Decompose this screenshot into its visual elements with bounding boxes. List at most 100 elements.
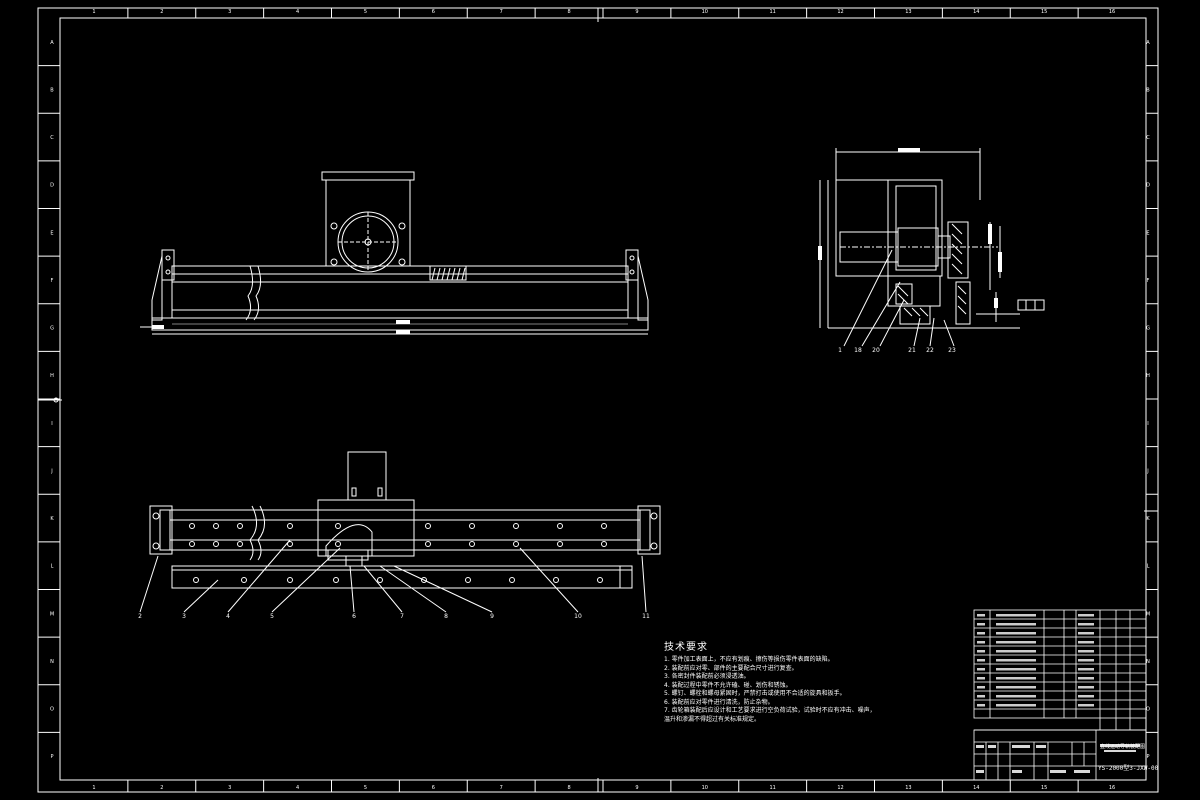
balloon-label: 6 <box>352 613 356 620</box>
drawing-number: YS-2000型3-JXW-00 <box>1098 765 1159 772</box>
zone-letter: B <box>1146 87 1150 93</box>
tech-requirement-line: 6. 装配前应对零件进行清洗，防止杂物。 <box>664 698 774 706</box>
zone-letter: K <box>50 516 54 522</box>
zone-number: 1 <box>92 9 95 15</box>
zone-letter: F <box>51 278 54 284</box>
zone-number: 9 <box>635 9 638 15</box>
zone-number: 11 <box>770 785 776 791</box>
zone-letter: O <box>50 707 54 713</box>
bolt-hole <box>189 523 195 529</box>
zone-number: 8 <box>567 9 570 15</box>
parts-row-text <box>996 704 1036 707</box>
zone-number: 8 <box>567 785 570 791</box>
zone-number: 13 <box>905 9 911 15</box>
zone-letter: P <box>1146 754 1149 760</box>
parts-row-text <box>996 623 1036 626</box>
zone-letter: G <box>50 326 54 332</box>
zone-number: 9 <box>635 785 638 791</box>
drawing-title: 直线运动导轨装配图 <box>1100 744 1146 750</box>
zone-letter: P <box>50 754 53 760</box>
tech-requirement-line: 3. 各密封件装配前必须浸透油。 <box>664 673 750 680</box>
zone-letter: G <box>1146 326 1150 332</box>
rack-bolt-hole <box>421 577 427 583</box>
balloon-label: 11 <box>642 613 650 620</box>
zone-number: 12 <box>837 9 843 15</box>
parts-row-text <box>996 668 1036 671</box>
rack-bolt-hole <box>553 577 559 583</box>
tech-requirement-line: 4. 装配过程中零件不允许磕、碰、划伤和锈蚀。 <box>664 681 792 689</box>
bolt-hole <box>335 523 341 529</box>
zone-letter: J <box>50 468 52 474</box>
zone-number: 5 <box>364 9 367 15</box>
zone-number: 3 <box>228 9 231 15</box>
zone-letter: M <box>1146 611 1150 617</box>
balloon-label: 20 <box>872 347 880 354</box>
bolt-hole <box>237 541 243 547</box>
zone-number: 14 <box>973 785 979 791</box>
tech-requirement-line: 2. 装配前应对零、部件的主要配合尺寸进行复查。 <box>664 664 798 672</box>
rack-bolt-hole <box>465 577 471 583</box>
zone-number: 6 <box>432 9 435 15</box>
zone-letter: A <box>1146 40 1150 46</box>
balloon-label: 18 <box>854 347 862 354</box>
zone-number: 15 <box>1041 785 1047 791</box>
bolt-hole <box>425 523 431 529</box>
balloon-label: 8 <box>444 613 448 620</box>
zone-number: 12 <box>837 785 843 791</box>
parts-row-text <box>996 659 1036 662</box>
bolt-hole <box>189 541 195 547</box>
zone-letter: L <box>1147 564 1150 570</box>
zone-number: 1 <box>92 785 95 791</box>
zone-letter: H <box>50 373 54 379</box>
zone-letter: B <box>50 87 54 93</box>
zone-number: 14 <box>973 9 979 15</box>
parts-row-text <box>996 686 1036 689</box>
tech-requirements-title: 技术要求 <box>664 642 708 653</box>
zone-letter: O <box>1146 707 1150 713</box>
balloon-label: 7 <box>400 613 404 620</box>
zone-number: 7 <box>500 9 503 15</box>
zone-number: 2 <box>160 9 163 15</box>
balloon-label: 21 <box>908 347 916 354</box>
bolt-hole <box>557 523 563 529</box>
parts-row-text <box>996 632 1036 635</box>
rack-bolt-hole <box>377 577 383 583</box>
bolt-hole <box>557 541 563 547</box>
balloon-label: 23 <box>948 347 956 354</box>
zone-letter: I <box>51 421 52 427</box>
bolt-hole <box>287 523 293 529</box>
bolt-hole <box>425 541 431 547</box>
balloon-label: 5 <box>270 613 274 620</box>
zone-number: 10 <box>702 9 708 15</box>
balloon-label: 22 <box>926 347 934 354</box>
zone-number: 4 <box>296 785 299 791</box>
balloon-label: 3 <box>182 613 186 620</box>
title-block <box>973 729 1147 781</box>
zone-letter: H <box>1146 373 1150 379</box>
zone-number: 7 <box>500 785 503 791</box>
zone-letter: F <box>1147 278 1150 284</box>
zone-letter: D <box>1146 183 1150 189</box>
parts-row-text <box>996 614 1036 617</box>
rack-bolt-hole <box>333 577 339 583</box>
zone-number: 5 <box>364 785 367 791</box>
zone-letter: E <box>50 230 53 236</box>
zone-letter: N <box>1146 659 1150 665</box>
rack-bolt-hole <box>597 577 603 583</box>
tech-requirement-line: 5. 螺钉、螺栓和螺母紧固时，严禁打击或使用不合适的旋具和扳手。 <box>664 690 846 697</box>
zone-number: 10 <box>702 785 708 791</box>
zone-number: 6 <box>432 785 435 791</box>
tech-requirement-line: 1. 零件加工表面上，不应有划痕、擦伤等损伤零件表面的缺陷。 <box>664 656 834 663</box>
bolt-hole <box>601 523 607 529</box>
zone-letter: C <box>1146 135 1150 141</box>
top-view <box>139 451 661 613</box>
zone-letter: D <box>50 183 54 189</box>
rack-bolt-hole <box>241 577 247 583</box>
zone-labels: 1122334455667788991010111112121313141415… <box>50 9 1151 791</box>
bolt-hole <box>601 541 607 547</box>
balloon-label: 9 <box>490 613 494 620</box>
zone-letter: E <box>1146 230 1149 236</box>
zone-letter: I <box>1147 421 1148 427</box>
tech-requirement-line: 温升和渗漏不得超过有关标准规定。 <box>664 715 761 723</box>
